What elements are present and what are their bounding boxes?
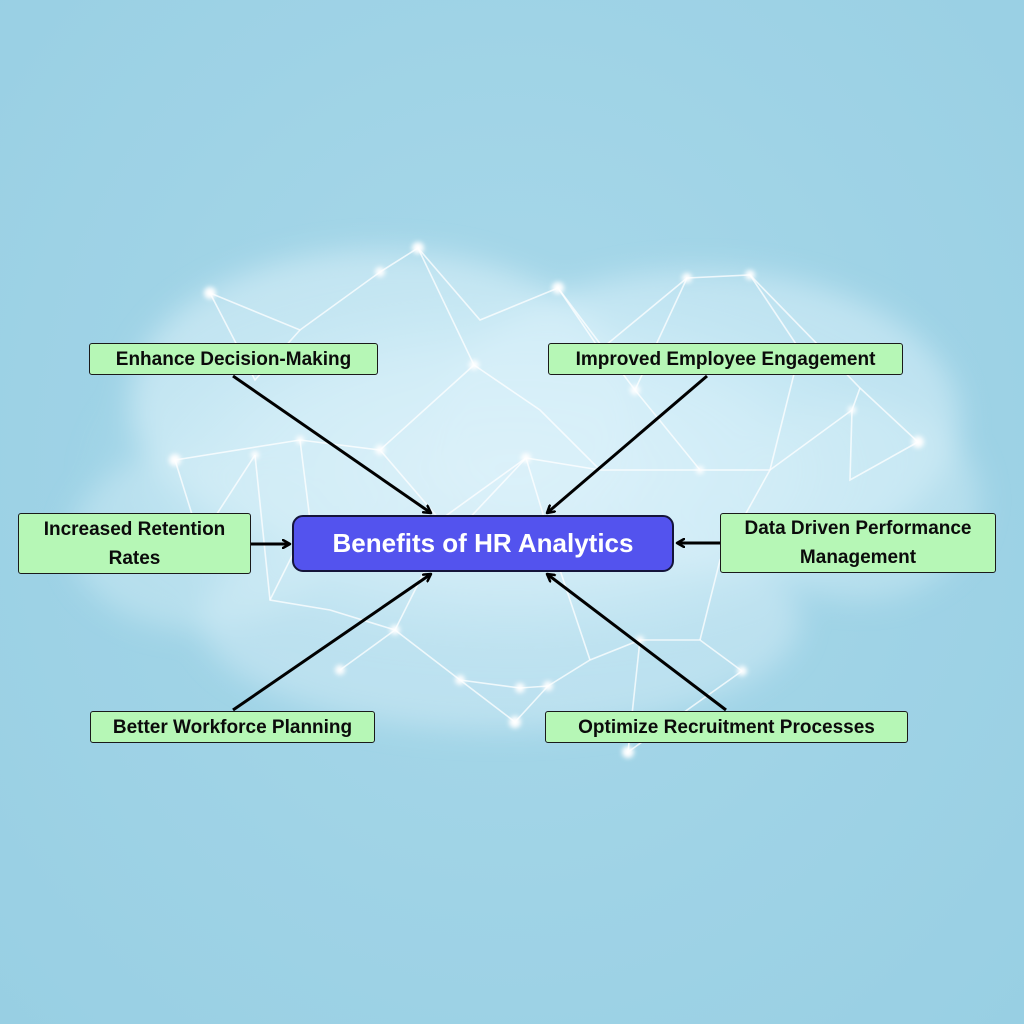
arrow-recruit (547, 574, 727, 712)
arrow-engagement (547, 374, 708, 513)
node-better-workforce-planning: Better Workforce Planning (90, 711, 375, 743)
node-label: Improved Employee Engagement (575, 348, 876, 370)
node-data-driven-performance: Data Driven Performance Management (720, 513, 996, 573)
arrow-decision (232, 374, 431, 513)
node-enhance-decision-making: Enhance Decision-Making (89, 343, 378, 375)
node-label: Data Driven Performance Management (744, 518, 972, 568)
arrow-workforce (232, 574, 431, 712)
node-optimize-recruitment: Optimize Recruitment Processes (545, 711, 908, 743)
node-increased-retention-rates: Increased Retention Rates (18, 513, 251, 574)
center-node-label: Benefits of HR Analytics (332, 528, 634, 558)
network-nodes (169, 242, 924, 758)
node-improved-employee-engagement: Improved Employee Engagement (548, 343, 903, 375)
node-label: Optimize Recruitment Processes (578, 716, 875, 738)
node-label: Enhance Decision-Making (115, 348, 352, 370)
node-label: Better Workforce Planning (112, 716, 353, 738)
center-node-benefits: Benefits of HR Analytics (292, 515, 674, 572)
node-label: Increased Retention Rates (43, 518, 226, 569)
